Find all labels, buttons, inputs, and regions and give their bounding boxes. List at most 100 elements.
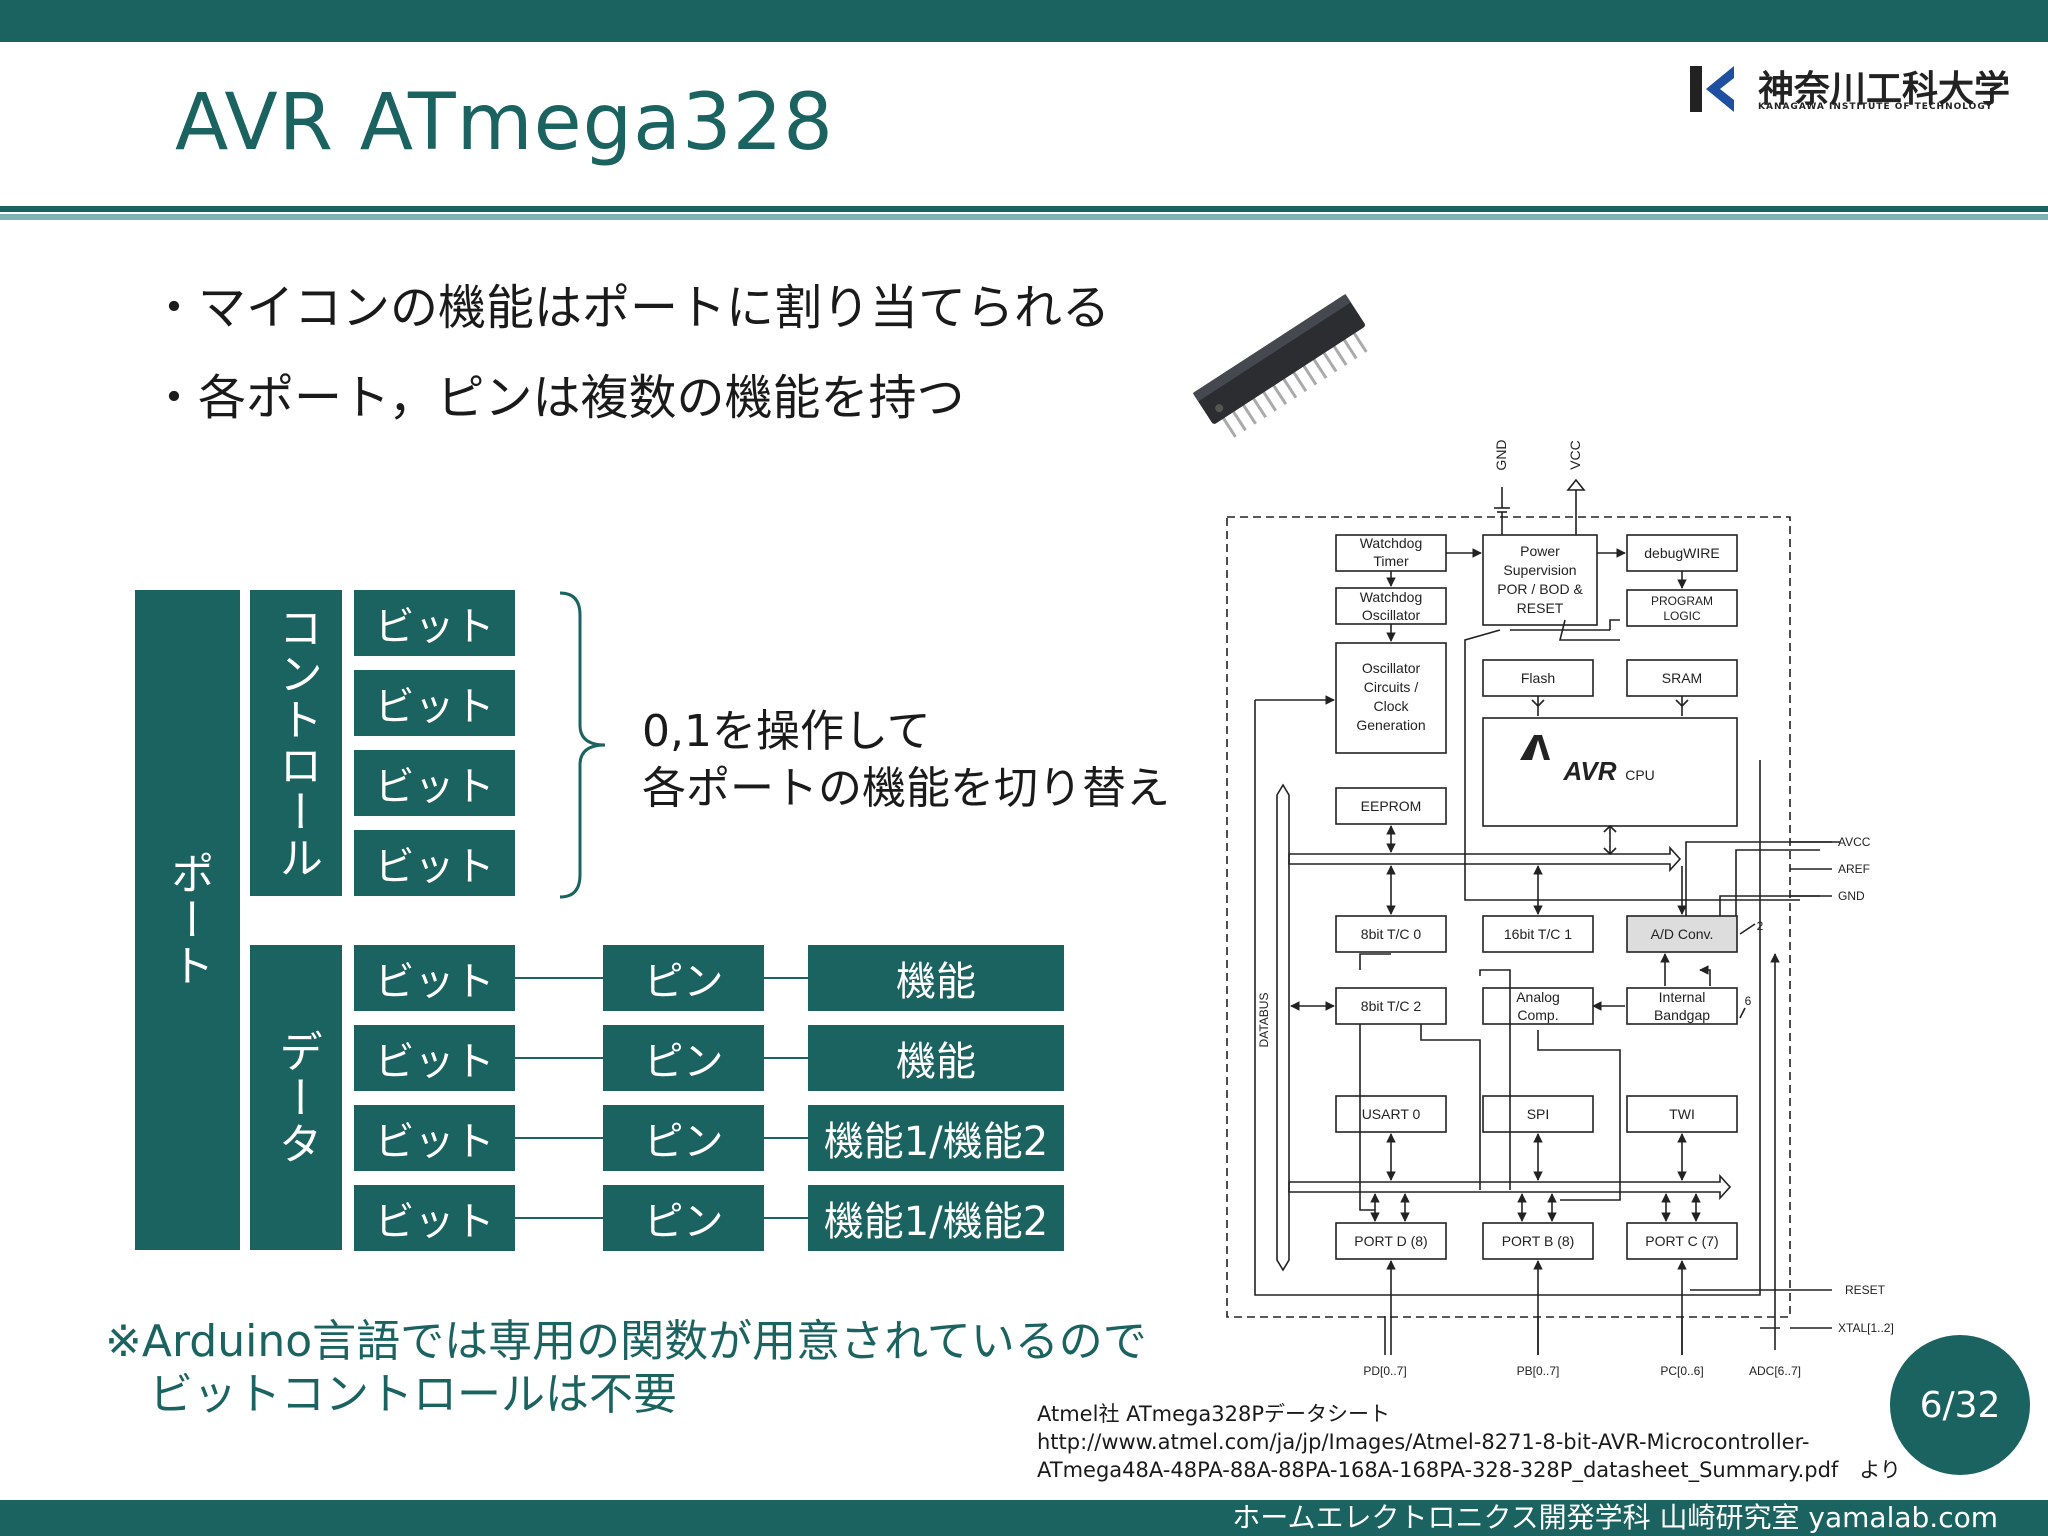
- bandgap-label: Internal: [1659, 989, 1706, 1005]
- pin-function: 機能1/機能2: [808, 1105, 1064, 1171]
- connector-line: [764, 977, 808, 979]
- data-pin: ピン: [603, 1025, 764, 1091]
- citation-line-3: ATmega48A-48PA-88A-88PA-168A-168PA-328-3…: [1037, 1458, 1901, 1482]
- slide-title: AVR ATmega328: [175, 78, 834, 168]
- brace-icon: [559, 591, 606, 899]
- logo-subtext: KANAGAWA INSTITUTE OF TECHNOLOGY: [1758, 102, 1994, 112]
- flash-label: Flash: [1521, 670, 1555, 686]
- data-bit: ビット: [354, 1185, 515, 1251]
- pin-xtal: XTAL[1..2]: [1838, 1321, 1894, 1335]
- atmega328-block-diagram: GND VCC Watchdog Timer Watchdog Oscillat…: [1226, 439, 1894, 1378]
- data-bit: ビット: [354, 1025, 515, 1091]
- watchdog-oscillator-label: Oscillator: [1362, 607, 1421, 623]
- cpu-label: AVR: [1563, 756, 1617, 786]
- tc1-label: 16bit T/C 1: [1504, 926, 1572, 942]
- bullet-2: ・各ポート，ピンは複数の機能を持つ: [150, 370, 965, 426]
- oscillator-circuits-label: Generation: [1356, 717, 1425, 733]
- pin-adc: ADC[6..7]: [1749, 1364, 1801, 1378]
- bandgap-label: Bandgap: [1654, 1007, 1710, 1023]
- power-supervision-label: POR / BOD &: [1497, 581, 1583, 597]
- oscillator-circuits-label: Oscillator: [1362, 660, 1421, 676]
- data-bit: ビット: [354, 1105, 515, 1171]
- description-line-2: 各ポートの機能を切り替え: [642, 763, 1170, 814]
- microcontroller-chip-image: [1192, 294, 1368, 438]
- connector-line: [515, 1217, 603, 1219]
- data-label: データ: [271, 1028, 322, 1167]
- watchdog-timer-label: Watchdog: [1360, 535, 1423, 551]
- bullet-1: ・マイコンの機能はポートに割り当てられる: [150, 280, 1111, 336]
- data-pin: ピン: [603, 945, 764, 1011]
- debugwire-label: debugWIRE: [1644, 545, 1719, 561]
- data-group: データ: [250, 945, 342, 1250]
- connector-line: [764, 1137, 808, 1139]
- cpu-label: CPU: [1625, 767, 1655, 783]
- twi-label: TWI: [1669, 1106, 1695, 1122]
- adc-label: A/D Conv.: [1651, 926, 1714, 942]
- spi-label: SPI: [1527, 1106, 1550, 1122]
- title-rule-light: [0, 214, 2048, 220]
- port-label: ポート: [162, 851, 214, 989]
- connector-line: [764, 1057, 808, 1059]
- pin-function: 機能1/機能2: [808, 1185, 1064, 1251]
- port-box: ポート: [135, 590, 240, 1250]
- logo-text: 神奈川工科大学: [1758, 69, 2011, 110]
- eeprom-label: EEPROM: [1361, 798, 1422, 814]
- watchdog-timer-label: Timer: [1373, 553, 1409, 569]
- port-d-label: PORT D (8): [1354, 1233, 1427, 1249]
- port-b-label: PORT B (8): [1502, 1233, 1575, 1249]
- citation-line-2: http://www.atmel.com/ja/jp/Images/Atmel-…: [1037, 1430, 1810, 1454]
- title-rule: [0, 206, 2048, 212]
- description-line-1: 0,1を操作して: [642, 706, 931, 757]
- pin-pd: PD[0..7]: [1363, 1364, 1406, 1378]
- connector-line: [515, 1057, 603, 1059]
- note-line-1: ※Arduino言語では専用の関数が用意されているので: [105, 1316, 1147, 1367]
- analog-comp-label: Comp.: [1517, 1007, 1558, 1023]
- pin-avcc: AVCC: [1838, 835, 1871, 849]
- pin-function: 機能: [808, 1025, 1064, 1091]
- sram-label: SRAM: [1662, 670, 1702, 686]
- watchdog-oscillator-label: Watchdog: [1360, 589, 1423, 605]
- logo-mark-icon: [1690, 66, 1734, 112]
- citation-line-1: Atmel社 ATmega328Pデータシート: [1037, 1402, 1391, 1426]
- pin-vcc-top: VCC: [1567, 440, 1583, 470]
- data-pin: ピン: [603, 1105, 764, 1171]
- power-supervision-label: Supervision: [1503, 562, 1576, 578]
- program-logic-label: PROGRAM: [1651, 594, 1713, 608]
- pin-aref: AREF: [1838, 862, 1870, 876]
- connector-line: [515, 1137, 603, 1139]
- analog-comp-label: Analog: [1516, 989, 1560, 1005]
- databus-label: DATABUS: [1257, 993, 1271, 1048]
- pin-pb: PB[0..7]: [1517, 1364, 1560, 1378]
- control-bit: ビット: [354, 750, 515, 816]
- tc2-label: 8bit T/C 2: [1361, 998, 1422, 1014]
- control-group: コントロール: [250, 590, 342, 896]
- connector-line: [515, 977, 603, 979]
- control-bit: ビット: [354, 670, 515, 736]
- control-bit: ビット: [354, 590, 515, 656]
- top-bar: [0, 0, 2048, 42]
- data-pin: ピン: [603, 1185, 764, 1251]
- oscillator-circuits-label: Circuits /: [1364, 679, 1419, 695]
- tc0-label: 8bit T/C 0: [1361, 926, 1422, 942]
- pin-function: 機能: [808, 945, 1064, 1011]
- footer-bar: ホームエレクトロニクス開発学科 山崎研究室 yamalab.com: [0, 1500, 2048, 1536]
- program-logic-label: LOGIC: [1663, 609, 1701, 623]
- pin-gnd-right: GND: [1838, 889, 1865, 903]
- pin-reset: RESET: [1845, 1283, 1886, 1297]
- power-supervision-label: RESET: [1517, 600, 1564, 616]
- control-bit: ビット: [354, 830, 515, 896]
- university-logo: 神奈川工科大学 KANAGAWA INSTITUTE OF TECHNOLOGY: [1690, 60, 2010, 120]
- power-supervision-label: Power: [1520, 543, 1560, 559]
- note-line-2: ビットコントロールは不要: [105, 1369, 677, 1420]
- bus-width-6: 6: [1745, 994, 1752, 1008]
- connector-line: [764, 1217, 808, 1219]
- bus-width-2: 2: [1757, 919, 1764, 933]
- data-bit: ビット: [354, 945, 515, 1011]
- footer-text: ホームエレクトロニクス開発学科 山崎研究室 yamalab.com: [1232, 1501, 1998, 1534]
- pin-pc: PC[0..6]: [1660, 1364, 1703, 1378]
- oscillator-circuits-label: Clock: [1373, 698, 1409, 714]
- control-label: コントロール: [271, 605, 322, 881]
- page-number: 6/32: [1890, 1335, 2030, 1475]
- pin-gnd-top: GND: [1493, 439, 1509, 470]
- usart-label: USART 0: [1362, 1106, 1421, 1122]
